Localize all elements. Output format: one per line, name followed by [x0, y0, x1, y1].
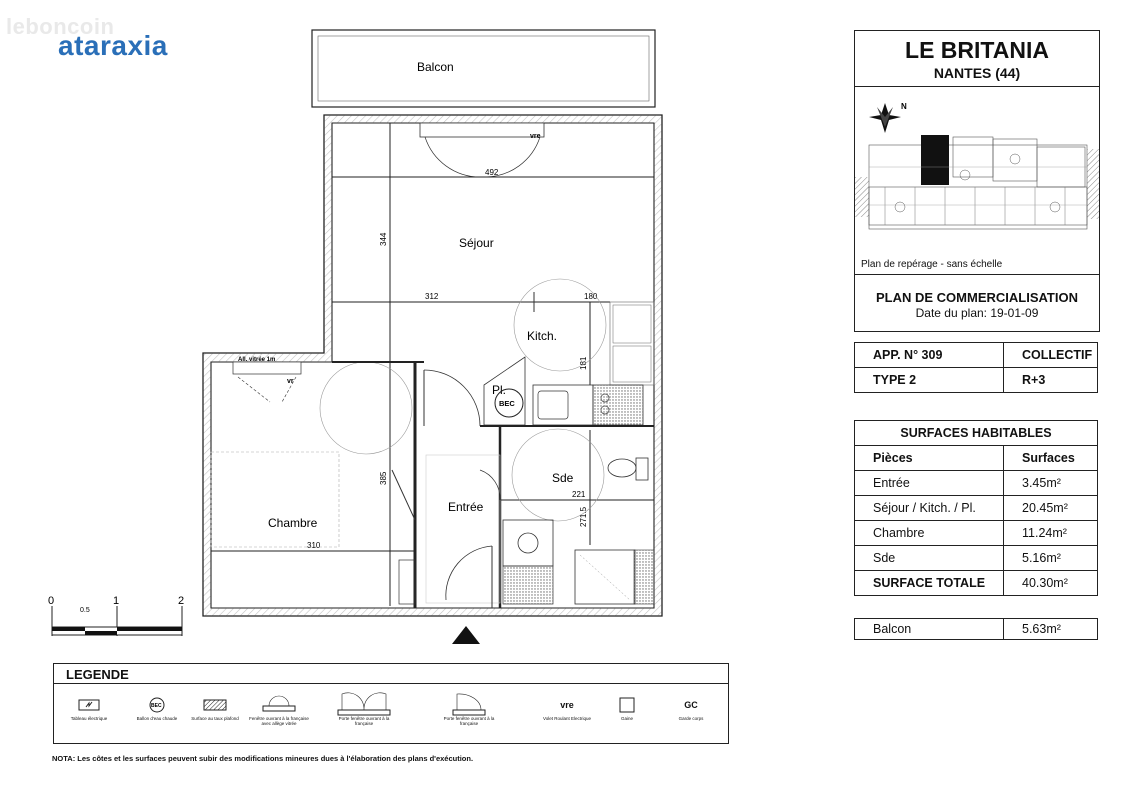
title-block: LE BRITANIA NANTES (44) — [854, 30, 1100, 88]
room-surface: 11.24m² — [1003, 520, 1098, 546]
dim-181: 181 — [579, 356, 588, 370]
col-rooms: Pièces — [854, 445, 1004, 471]
allege-label: All. vitrée 1m — [238, 357, 275, 363]
room-name: Entrée — [854, 470, 1004, 496]
total-value: 40.30m² — [1003, 570, 1098, 596]
duct-icon — [592, 694, 662, 716]
dim-312: 312 — [425, 292, 439, 301]
svg-text:0.5: 0.5 — [80, 607, 90, 614]
table-row: Sde 5.16m² — [854, 545, 1098, 571]
table-row: Entrée 3.45m² — [854, 470, 1098, 496]
room-chambre: Chambre — [268, 516, 318, 530]
table-row: Séjour / Kitch. / Pl. 20.45m² — [854, 495, 1098, 521]
table-row: Chambre 11.24m² — [854, 520, 1098, 546]
scale-bar: 0 0.5 1 2 — [48, 595, 184, 636]
guardrail-icon: GC — [684, 700, 698, 710]
legend-item: Porte fenêtre ouvrant à la française — [434, 693, 504, 726]
legend-item: Tableau électrique — [54, 694, 124, 721]
balcony-label: Balcon — [417, 60, 454, 74]
legend-item: GC Garde corps — [656, 694, 726, 721]
svg-text:1: 1 — [113, 595, 119, 607]
apartment-table: APP. N° 309 COLLECTIF TYPE 2 R+3 — [854, 342, 1098, 393]
total-label: SURFACE TOTALE — [854, 570, 1004, 596]
surfaces-table: SURFACES HABITABLES Pièces Surfaces Entr… — [854, 420, 1098, 596]
plan-heading-block: PLAN DE COMMERCIALISATION Date du plan: … — [854, 274, 1100, 332]
room-pl: Pl. — [492, 383, 506, 397]
electrical-panel-icon — [54, 694, 124, 716]
company-logo: ataraxia — [58, 30, 168, 61]
dim-344: 344 — [379, 232, 388, 246]
legend-item: Fenêtre ouvrant à la française avec allè… — [244, 694, 314, 726]
legend-item: BEC Ballon d'eau chaude — [122, 694, 192, 721]
room-sde: Sde — [552, 471, 574, 485]
room-surface: 3.45m² — [1003, 470, 1098, 496]
balcony — [311, 29, 656, 108]
dim-180: 180 — [584, 292, 598, 301]
plan-heading: PLAN DE COMMERCIALISATION — [876, 290, 1078, 305]
french-door-single-icon — [434, 693, 504, 716]
apartment-number: APP. N° 309 — [854, 342, 1004, 368]
floor-plan: Balcon vre 492 344 312 180 181 385 310 2… — [48, 29, 663, 644]
svg-text:N: N — [901, 102, 907, 111]
bec-label: BEC — [499, 399, 515, 408]
footnote: NOTA: Les côtes et les surfaces peuvent … — [52, 754, 474, 763]
room-name: Sde — [854, 545, 1004, 571]
col-surfaces: Surfaces — [1003, 445, 1098, 471]
plan-date: Date du plan: 19-01-09 — [915, 306, 1039, 320]
room-name: Chambre — [854, 520, 1004, 546]
hatched-area-icon — [180, 694, 250, 716]
room-name: Séjour / Kitch. / Pl. — [854, 495, 1004, 521]
french-door-double-icon — [329, 692, 399, 716]
dim-310: 310 — [307, 541, 321, 550]
room-surface: 5.16m² — [1003, 545, 1098, 571]
water-heater-icon: BEC — [122, 694, 192, 716]
legend-title: LEGENDE — [66, 667, 129, 682]
surfaces-heading: SURFACES HABITABLES — [854, 420, 1098, 446]
legend-item: Gaine — [592, 694, 662, 721]
room-surface: 20.45m² — [1003, 495, 1098, 521]
vr-mark: vr — [287, 378, 294, 385]
location-map: N Plan de repérage - sans échelle — [854, 86, 1100, 276]
apartment-floor: R+3 — [1003, 367, 1098, 393]
room-sejour: Séjour — [459, 236, 494, 250]
electric-shutter-icon: vre — [560, 700, 574, 710]
dim-385: 385 — [379, 471, 388, 485]
project-city: NANTES (44) — [933, 65, 1021, 81]
svg-text:BEC: BEC — [151, 703, 162, 709]
map-caption: Plan de repérage - sans échelle — [861, 259, 1003, 270]
dim-221: 221 — [572, 490, 586, 499]
legend-item: Porte fenêtre ouvrant à la française — [329, 692, 399, 726]
apartment-type: TYPE 2 — [854, 367, 1004, 393]
room-kitch: Kitch. — [527, 329, 557, 343]
balcony-table: Balcon 5.63m² — [854, 618, 1098, 640]
dim-492: 492 — [485, 168, 499, 177]
legend-item: Surface au taux plafond — [180, 694, 250, 721]
dim-271: 271.5 — [579, 506, 588, 527]
apartment-kind: COLLECTIF — [1003, 342, 1098, 368]
balcony-row-label: Balcon — [854, 618, 1004, 640]
entrance-arrow — [452, 626, 480, 644]
legend-item: vre Volet Roulant Electrique — [532, 694, 602, 721]
legend: LEGENDE Tableau électrique BEC Ballon d'… — [53, 663, 729, 744]
window-icon — [244, 694, 314, 716]
compass-icon — [869, 103, 901, 133]
project-title: LE BRITANIA — [905, 37, 1049, 63]
room-entree: Entrée — [448, 500, 484, 514]
vre-mark: vre — [530, 133, 541, 140]
svg-text:2: 2 — [178, 595, 184, 607]
svg-text:0: 0 — [48, 595, 54, 607]
balcony-row-value: 5.63m² — [1003, 618, 1098, 640]
watermark: leboncoin — [6, 14, 115, 39]
